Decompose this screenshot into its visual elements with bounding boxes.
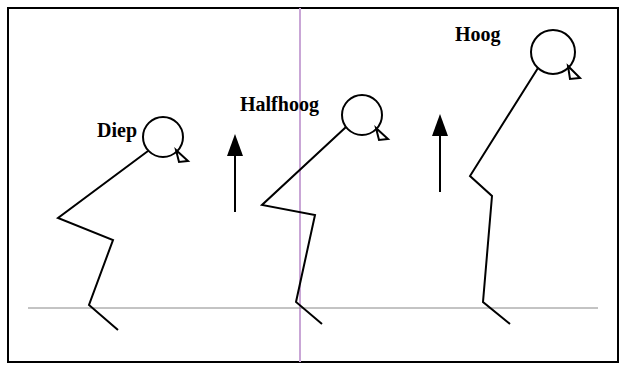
up-arrow (432, 114, 448, 192)
up-arrow (227, 134, 243, 212)
standing-figure (470, 30, 580, 324)
depth-label: Hoog (455, 24, 501, 44)
deep-squat-figure (58, 117, 188, 330)
ground-line (28, 308, 598, 309)
scan-line (299, 8, 301, 362)
depth-label: Halfhoog (240, 94, 319, 114)
half-squat-figure (262, 95, 388, 324)
depth-label: Diep (97, 120, 137, 140)
frame (8, 8, 618, 362)
